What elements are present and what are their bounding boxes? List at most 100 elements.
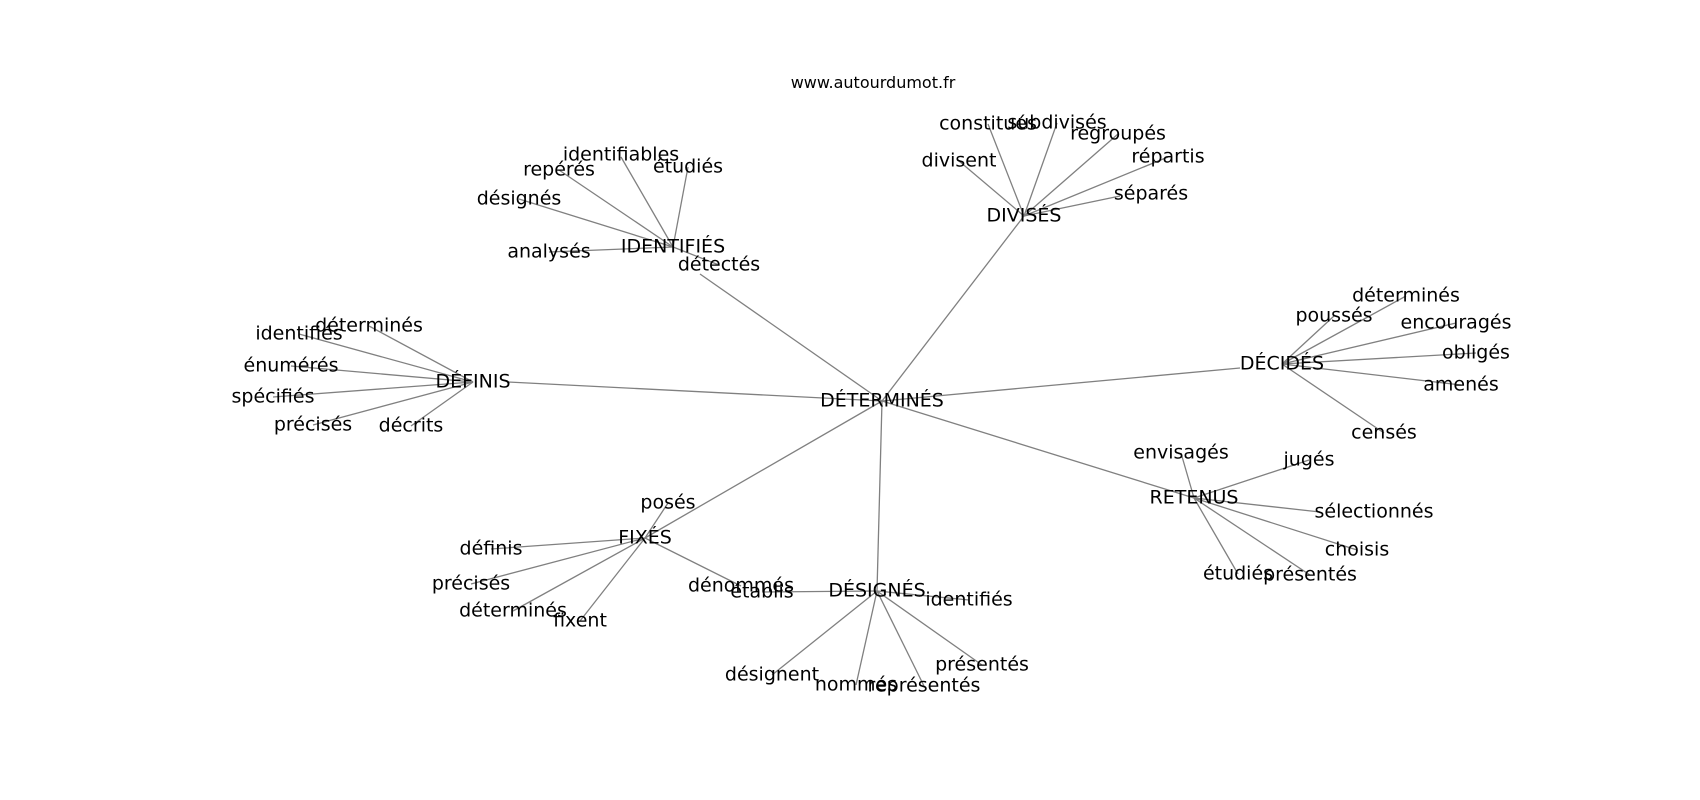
leaf-decides-determines[interactable]: déterminés [1352,284,1460,307]
edge-retenus-0 [1180,452,1195,499]
edge-root-0 [699,273,883,402]
edge-decides-2 [1281,322,1457,365]
leaf-decides-pousses[interactable]: poussés [1295,304,1373,327]
leaf-divises-constitues[interactable]: constitués [939,112,1037,135]
leaf-fixes-fixent[interactable]: fixent [553,609,607,632]
edge-retenus-1 [1193,459,1310,499]
leaf-divises-repartis[interactable]: répartis [1131,145,1205,168]
leaf-designes-identifies[interactable]: identifiés [925,588,1013,611]
leaf-decides-censes[interactable]: censés [1351,421,1417,444]
edge-retenus-2 [1193,497,1321,513]
leaf-identifies-etudies[interactable]: étudiés [652,155,724,178]
root-node[interactable]: DÉTERMINÉS [820,389,944,412]
edge-retenus-3 [1193,497,1358,551]
leaf-decides-amenes[interactable]: amenés [1423,373,1499,396]
edge-definis-4 [312,381,474,426]
leaf-designes-etablis[interactable]: établis [730,580,794,603]
leaf-designes-designent[interactable]: désignent [724,663,820,686]
edge-root-3 [881,367,1241,402]
leaf-divises-separes[interactable]: séparés [1113,182,1189,205]
hub-identifies[interactable]: IDENTIFIÉS [620,235,726,258]
leaf-divises-subdivises[interactable]: subdivisés [1007,111,1107,134]
leaf-definis-decrits[interactable]: décrits [378,414,444,437]
edge-identifies-2 [672,166,689,248]
edge-fixes-2 [470,537,646,585]
edge-root-1 [881,215,1025,402]
leaf-designes-presentes[interactable]: présentés [935,653,1029,676]
leaf-identifies-detectes[interactable]: détectés [677,253,761,276]
leaf-designes-nommes[interactable]: nommés [814,673,898,696]
leaf-identifies-analyses[interactable]: analysés [507,240,591,263]
edge-fixes-4 [579,537,646,622]
edge-decides-3 [1281,352,1477,365]
edge-decides-4 [1281,363,1462,386]
edge-divises-1 [1023,122,1058,217]
edge-definis-1 [368,325,474,383]
hub-designes[interactable]: DÉSIGNÉS [828,579,926,602]
leaf-retenus-presentes[interactable]: présentés [1263,563,1357,586]
leaf-definis-specifies[interactable]: spécifiés [231,385,315,408]
hub-decides[interactable]: DÉCIDÉS [1239,352,1325,375]
edge-decides-1 [1281,315,1335,365]
edge-fixes-1 [490,537,646,550]
leaf-definis-enumeres[interactable]: énumérés [243,354,339,377]
leaf-decides-obliges[interactable]: obligés [1442,341,1510,364]
edge-designes-3 [771,590,878,676]
edge-identifies-1 [558,169,674,248]
edge-decides-0 [1281,295,1407,365]
edge-root-5 [644,400,883,539]
leaf-decides-encourages[interactable]: encouragés [1400,311,1512,334]
leaf-retenus-selectionnes[interactable]: sélectionnés [1314,500,1434,523]
leaf-divises-divisent[interactable]: divisent [921,149,997,172]
edge-designes-1 [876,590,970,601]
hub-divises[interactable]: DIVISÉS [986,204,1062,227]
leaf-designes-representes[interactable]: représentés [867,674,981,697]
leaf-retenus-juges[interactable]: jugés [1283,448,1335,471]
edge-divises-5 [1023,195,1121,217]
edge-designes-5 [876,590,925,687]
leaf-definis-determines[interactable]: déterminés [315,314,423,337]
hub-retenus[interactable]: RETENUS [1149,486,1239,509]
edge-definis-3 [272,381,474,398]
leaf-definis-precises[interactable]: précisés [273,413,353,436]
leaf-retenus-choisis[interactable]: choisis [1324,538,1390,561]
hub-fixes[interactable]: FIXÉS [618,526,672,549]
edge-root-4 [881,400,1195,499]
leaf-retenus-envisages[interactable]: envisagés [1133,441,1229,464]
hub-definis[interactable]: DÉFINIS [435,370,511,393]
leaf-retenus-etudies[interactable]: étudiés [1202,562,1274,585]
edge-definis-5 [410,381,474,427]
edge-divises-4 [1023,156,1169,217]
edge-root-6 [876,400,883,592]
edge-definis-0 [298,333,474,383]
leaf-identifies-identifiables[interactable]: identifiables [562,143,680,166]
leaf-identifies-reperes[interactable]: repérés [523,158,595,181]
leaf-divises-regroupes[interactable]: regroupés [1070,122,1166,145]
leaf-fixes-precises[interactable]: précisés [431,572,511,595]
edge-identifies-3 [518,198,674,248]
edge-decides-5 [1281,363,1385,434]
leaf-fixes-poses[interactable]: posés [640,491,696,514]
edge-fixes-3 [512,537,646,612]
edge-divises-3 [958,160,1025,217]
edge-identifies-5 [672,246,720,266]
leaf-fixes-determines[interactable]: déterminés [459,599,567,622]
edge-designes-0 [761,590,878,593]
edge-definis-2 [290,365,474,383]
leaf-definis-identifies[interactable]: identifiés [255,322,343,345]
leaf-fixes-definis[interactable]: définis [459,537,523,560]
edge-identifies-4 [548,246,674,253]
leaf-fixes-denommes[interactable]: dénommés [687,574,795,597]
edge-fixes-0 [644,502,669,539]
source-label: www.autourdumot.fr [790,73,956,92]
edge-divises-0 [987,123,1025,217]
edge-fixes-5 [644,537,742,587]
edge-identifies-0 [620,156,674,248]
edge-retenus-5 [1193,497,1311,576]
edge-retenus-4 [1193,497,1239,575]
edge-root-2 [507,381,883,402]
edge-designes-2 [876,590,983,666]
leaf-identifies-designes[interactable]: désignés [476,187,562,210]
